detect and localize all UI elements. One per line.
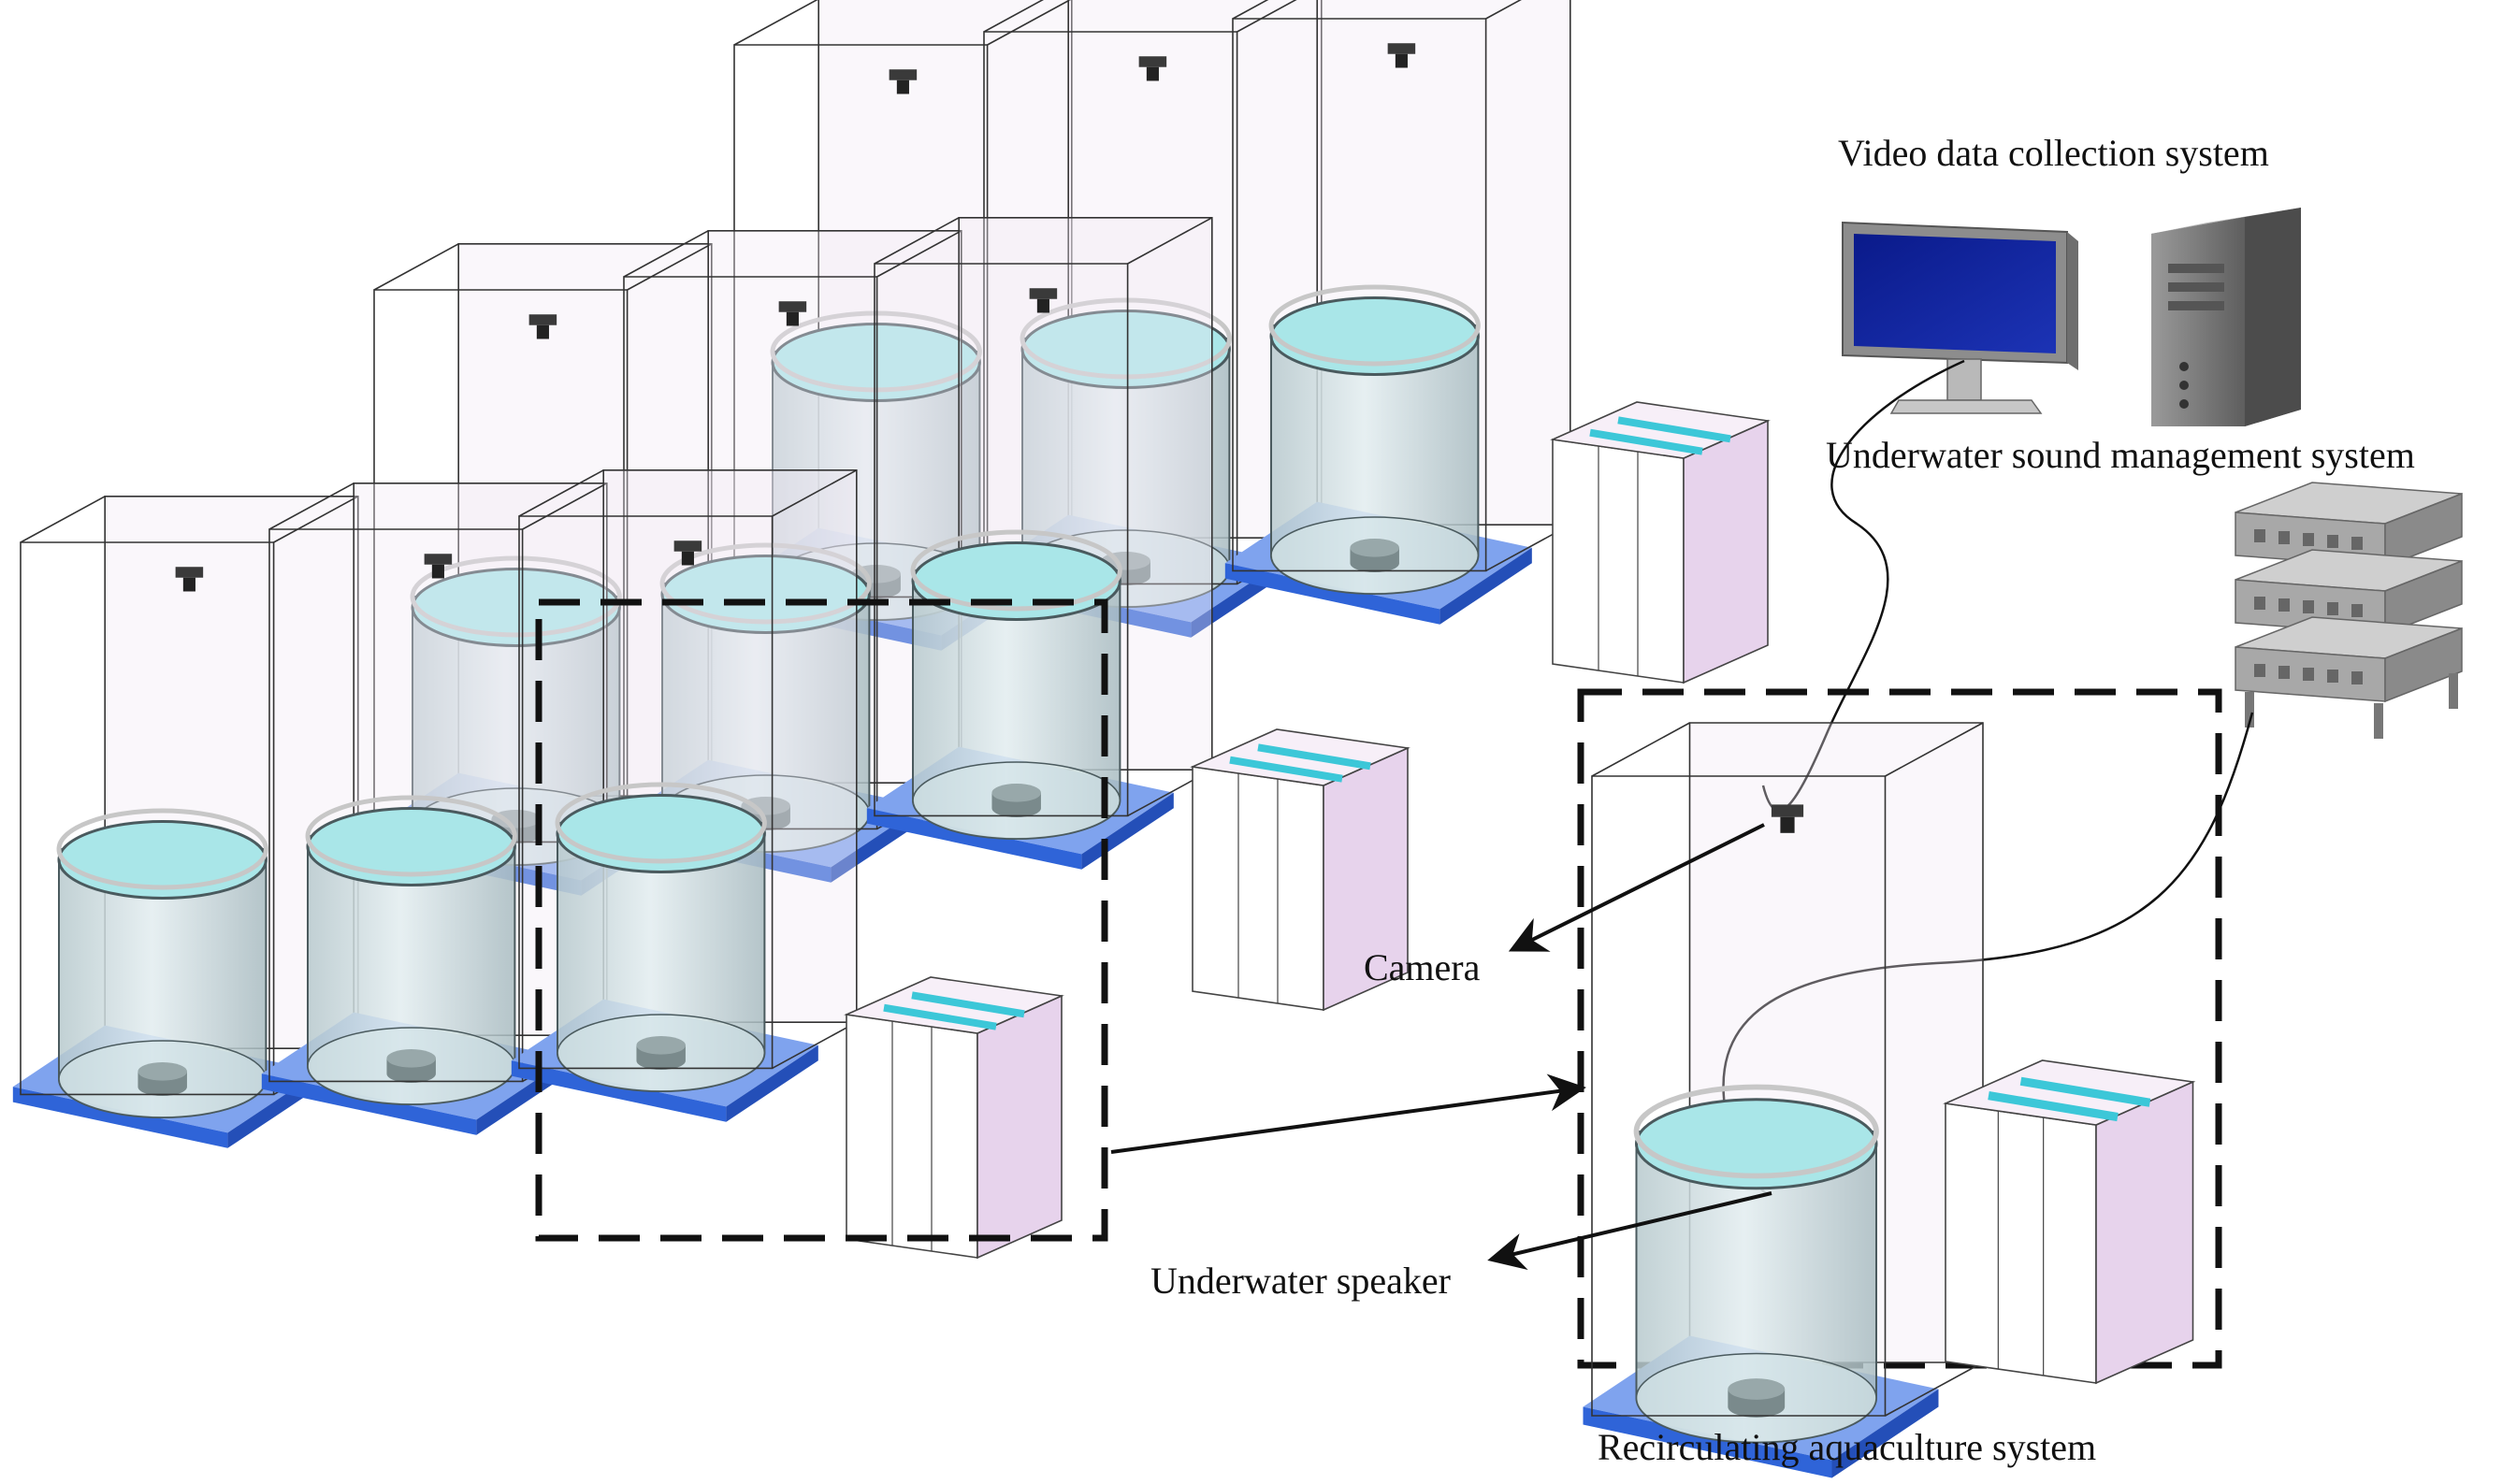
water-surface bbox=[411, 567, 621, 647]
tank-rim bbox=[659, 542, 872, 625]
base-plate-front bbox=[866, 808, 1082, 870]
filter-unit-r2 bbox=[1190, 728, 1410, 1012]
water-surface bbox=[1635, 1098, 1878, 1190]
filter-chamber bbox=[1617, 416, 1731, 443]
detail-filter-unit bbox=[1943, 1059, 2196, 1385]
speaker-top bbox=[741, 796, 790, 815]
filter-units bbox=[844, 401, 1771, 1260]
filter-chamber bbox=[1257, 743, 1371, 771]
base-plate-front bbox=[1583, 1406, 1832, 1478]
filter-unit-r1 bbox=[1550, 401, 1771, 684]
camera-icon bbox=[1029, 288, 1058, 299]
water-surface bbox=[556, 793, 766, 873]
ras-label: Recirculating aquaculture system bbox=[1598, 1426, 2096, 1468]
selected-unit-frame bbox=[535, 598, 1108, 1242]
detail-unit-frame bbox=[1577, 688, 2222, 1369]
water-surface bbox=[57, 819, 268, 900]
speaker-top bbox=[137, 1061, 187, 1081]
speaker-label: Underwater speaker bbox=[1150, 1260, 1451, 1302]
filter-side bbox=[1683, 419, 1769, 684]
speaker-top bbox=[1350, 538, 1399, 557]
speaker-top bbox=[386, 1048, 436, 1068]
monitor-icon bbox=[1842, 221, 2078, 414]
filter-unit-r3 bbox=[844, 976, 1064, 1260]
speaker-top bbox=[636, 1035, 686, 1055]
zoom-arrow bbox=[1110, 1073, 1586, 1154]
filter-front bbox=[1552, 439, 1685, 684]
tank-unit-r3-c1 bbox=[12, 495, 359, 1148]
camera-arrow bbox=[1508, 823, 1765, 952]
tank-unit-r1-c2 bbox=[976, 0, 1323, 638]
tank-rim bbox=[56, 808, 268, 890]
filter-chamber bbox=[911, 991, 1025, 1018]
filter-front bbox=[1192, 766, 1324, 1011]
camera-lens bbox=[681, 551, 694, 566]
camera-lens bbox=[896, 79, 909, 94]
speaker-top bbox=[991, 783, 1041, 802]
tank-rim bbox=[1633, 1084, 1879, 1179]
camera-lens bbox=[182, 577, 195, 592]
tank-rim bbox=[410, 555, 622, 638]
speaker-top bbox=[1728, 1378, 1786, 1400]
sound-rack-icon bbox=[2235, 482, 2463, 739]
camera-lens bbox=[786, 311, 799, 326]
camera-icon bbox=[1771, 804, 1804, 817]
filter-front bbox=[846, 1014, 978, 1259]
video-system-label: Video data collection system bbox=[1838, 132, 2269, 174]
tank-rim bbox=[770, 310, 982, 393]
tank-rim bbox=[305, 795, 517, 877]
tank-unit-r2-c3 bbox=[866, 217, 1213, 870]
detail-tank-unit bbox=[1583, 722, 1984, 1478]
camera-icon bbox=[1138, 56, 1167, 67]
filter-chamber bbox=[1589, 428, 1703, 455]
camera-icon bbox=[175, 567, 204, 578]
tank-rim bbox=[910, 529, 1122, 612]
base-plate-side bbox=[1831, 1389, 1939, 1478]
water-surface bbox=[1020, 309, 1231, 389]
water-surface bbox=[660, 554, 871, 634]
base-plate-side bbox=[726, 1045, 818, 1122]
speaker-top bbox=[491, 809, 541, 828]
camera-lens bbox=[1036, 298, 1049, 313]
water-surface bbox=[771, 322, 981, 402]
base-plate-front bbox=[1224, 563, 1440, 625]
camera-label: Camera bbox=[1364, 946, 1481, 988]
filter-side bbox=[2095, 1080, 2194, 1385]
filter-chamber bbox=[2019, 1076, 2151, 1107]
camera-icon bbox=[528, 314, 557, 325]
sound-system-label: Underwater sound management system bbox=[1826, 434, 2415, 476]
camera-lens bbox=[1146, 66, 1159, 81]
camera-icon bbox=[1387, 43, 1416, 54]
base-plate-front bbox=[12, 1087, 228, 1148]
tank-rim bbox=[555, 782, 767, 864]
detail-unit bbox=[1583, 722, 2196, 1478]
camera-icon bbox=[778, 301, 807, 312]
camera-lens bbox=[536, 324, 549, 339]
tank-unit-r3-c2 bbox=[261, 482, 608, 1135]
tank-rim bbox=[1020, 297, 1232, 380]
camera-lens bbox=[1780, 816, 1795, 833]
filter-chamber bbox=[1988, 1091, 2119, 1122]
speaker-arrow bbox=[1487, 1191, 1772, 1271]
filter-front bbox=[1945, 1102, 2097, 1384]
tank-units bbox=[12, 0, 1571, 1148]
camera-icon bbox=[673, 540, 702, 552]
camera-lens bbox=[1395, 53, 1408, 68]
filter-chamber bbox=[1229, 756, 1343, 783]
tank-rim bbox=[1268, 284, 1481, 367]
camera-cable bbox=[1761, 359, 1965, 812]
filter-chamber bbox=[883, 1003, 997, 1030]
tank-unit-r3-c3 bbox=[511, 468, 858, 1122]
water-surface bbox=[1269, 295, 1480, 376]
computer-tower-icon bbox=[2151, 208, 2301, 426]
camera-icon bbox=[889, 69, 918, 80]
water-surface bbox=[306, 806, 516, 886]
base-plate-front bbox=[261, 1073, 477, 1135]
camera-icon bbox=[424, 554, 453, 565]
camera-lens bbox=[431, 564, 444, 579]
base-plate-side bbox=[1439, 547, 1532, 625]
base-plate-front bbox=[511, 1060, 727, 1122]
filter-side bbox=[976, 994, 1063, 1260]
